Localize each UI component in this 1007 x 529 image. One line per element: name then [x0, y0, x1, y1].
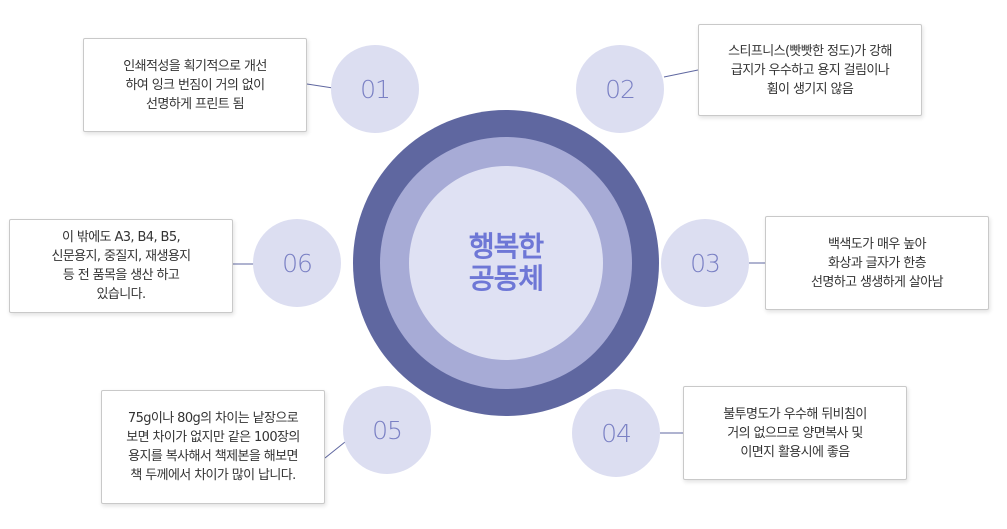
feature-box-03: 백색도가 매우 높아 화상과 글자가 한층 선명하고 생생하게 살아남: [765, 216, 989, 310]
feature-box-05: 75g이나 80g의 차이는 낱장으로 보면 차이가 없지만 같은 100장의 …: [101, 390, 325, 504]
number-badge-05: 05: [343, 386, 431, 474]
feature-box-06: 이 밖에도 A3, B4, B5, 신문용지, 중질지, 재생용지 등 전 품목…: [9, 219, 233, 313]
connector-05: [324, 441, 346, 459]
number-badge-02: 02: [576, 45, 664, 133]
number-badge-06: 06: [253, 219, 341, 307]
feature-box-02: 스티프니스(빳빳한 정도)가 강해 급지가 우수하고 용지 걸림이나 휨이 생기…: [698, 24, 922, 116]
center-title: 행복한 공동체: [468, 230, 544, 295]
number-badge-04: 04: [572, 389, 660, 477]
feature-box-01: 인쇄적성을 획기적으로 개선 하여 잉크 번짐이 거의 없이 선명하게 프린트 …: [83, 38, 307, 132]
connector-02: [663, 69, 699, 78]
connector-01: [306, 83, 334, 89]
center-inner-circle: 행복한 공동체: [409, 166, 603, 360]
feature-box-04: 불투명도가 우수해 뒤비침이 거의 없으므로 양면복사 및 이면지 활용시에 좋…: [683, 386, 907, 480]
number-badge-03: 03: [661, 219, 749, 307]
number-badge-01: 01: [331, 45, 419, 133]
